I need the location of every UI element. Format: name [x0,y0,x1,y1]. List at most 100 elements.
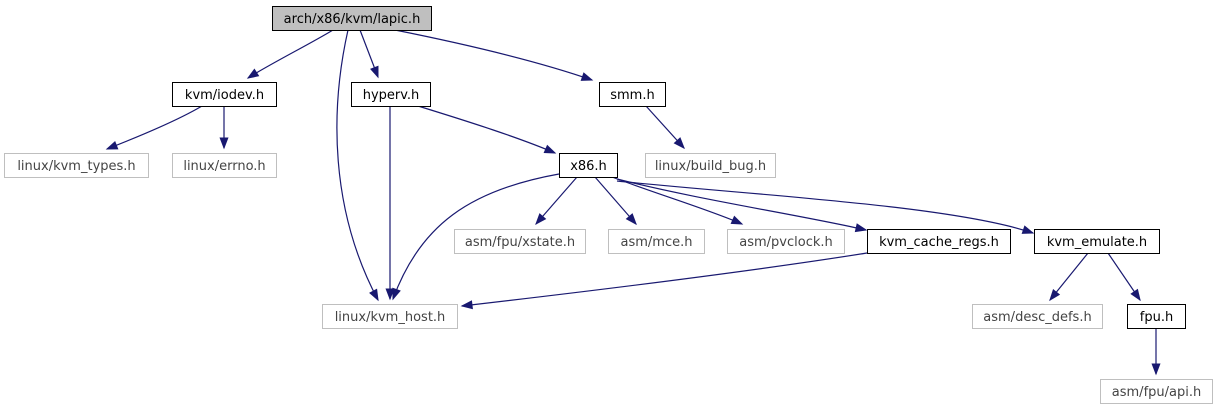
node-label: asm/desc_defs.h [983,310,1091,325]
arrow-head [580,72,594,81]
node-emulate[interactable]: kvm_emulate.h [1034,229,1160,254]
node-desc-defs: asm/desc_defs.h [972,304,1103,329]
node-box [172,82,277,107]
edge-x86-to-cache_regs [616,178,868,233]
edge-line [106,105,203,150]
node-box [454,229,586,254]
edge-layer [105,29,1161,376]
node-label: kvm_emulate.h [1047,235,1147,250]
node-label: asm/pvclock.h [739,235,833,250]
arrow-head [385,288,395,301]
edge-x86-to-kvm_host [392,173,560,301]
node-box [1127,304,1186,329]
arrow-head [246,68,260,79]
edge-iodev-to-errno [219,106,229,150]
arrow-head [535,213,547,226]
edge-x86-to-pvclock [611,176,744,225]
node-box [972,304,1103,329]
edge-line [336,29,379,301]
node-box [172,153,277,178]
arrow-head [1021,225,1035,234]
edge-x86-to-emulate [616,180,1035,234]
arrow-head [1130,288,1141,302]
node-label: smm.h [610,88,654,103]
node-label: linux/kvm_host.h [335,310,446,325]
edge-line [417,105,556,154]
node-cache-regs[interactable]: kvm_cache_regs.h [867,229,1011,254]
node-label: kvm/iodev.h [185,88,264,103]
node-box [4,153,149,178]
node-build-bug: linux/build_bug.h [645,153,776,178]
edge-line [616,178,867,231]
edge-hyperv-to-kvm_host [385,106,395,301]
arrow-head [1151,363,1161,376]
node-x86[interactable]: x86.h [559,153,618,178]
node-layer: arch/x86/kvm/lapic.h kvm/iodev.h hyperv.h s… [4,6,1213,404]
node-label: x86.h [570,159,607,174]
node-box [559,153,618,178]
arrow-head [1049,288,1061,302]
node-box [867,229,1011,254]
edge-line [616,180,1034,234]
node-label: arch/x86/kvm/lapic.h [284,12,421,27]
node-box [727,229,845,254]
arrow-head [730,215,744,225]
arrow-head [543,144,557,154]
node-label: hyperv.h [363,88,420,103]
node-box [608,229,705,254]
edge-hyperv-to-x86 [417,105,557,154]
arrow-head [219,137,229,150]
edge-x86-to-mce [594,176,637,226]
edge-emulate-to-desc_defs [1049,252,1089,302]
node-pvclock: asm/pvclock.h [727,229,845,254]
edge-line [461,252,868,307]
arrow-head [854,223,868,233]
edge-line [611,176,743,225]
node-kvm-types: linux/kvm_types.h [4,153,149,178]
edge-lapic-to-iodev [246,29,334,79]
node-label: linux/build_bug.h [655,159,766,174]
edge-emulate-to-fpu [1107,252,1141,302]
node-hyperv[interactable]: hyperv.h [351,82,431,107]
node-fpu-api: asm/fpu/api.h [1100,379,1213,404]
edge-smm-to-build_bug [645,105,685,150]
node-errno: linux/errno.h [172,153,277,178]
arrow-head [673,137,685,150]
arrow-head [105,140,119,150]
arrow-head [392,287,401,301]
arrow-head [460,300,473,310]
arrow-head [370,65,379,79]
node-xstate: asm/fpu/xstate.h [454,229,586,254]
edge-line [394,29,593,81]
arrow-head [625,213,637,226]
edge-line [247,29,334,79]
node-iodev[interactable]: kvm/iodev.h [172,82,277,107]
node-label: fpu.h [1140,310,1173,325]
arrow-head [369,288,379,302]
node-label: kvm_cache_regs.h [879,235,999,250]
node-mce: asm/mce.h [608,229,705,254]
edge-iodev-to-kvm_types [105,105,203,150]
node-kvm-host: linux/kvm_host.h [322,304,458,329]
node-label: linux/errno.h [183,159,265,174]
edge-lapic-to-kvm_host [336,29,379,302]
node-smm[interactable]: smm.h [599,82,666,107]
node-label: asm/fpu/api.h [1112,385,1201,400]
edge-fpu-to-fpu_api [1151,328,1161,376]
edge-cache_regs-to-kvm_host [460,252,868,310]
edge-line [392,173,560,300]
edge-lapic-to-hyperv [359,29,379,79]
node-box [322,304,458,329]
edge-lapic-to-smm [394,29,594,81]
node-box [599,82,666,107]
node-box [1100,379,1213,404]
node-box [1034,229,1160,254]
node-label: linux/kvm_types.h [17,159,135,174]
node-box [351,82,431,107]
edge-x86-to-xstate [535,176,578,226]
node-lapic[interactable]: arch/x86/kvm/lapic.h [272,6,432,31]
node-box [272,6,432,31]
node-label: asm/mce.h [621,235,693,250]
node-fpu[interactable]: fpu.h [1127,304,1186,329]
